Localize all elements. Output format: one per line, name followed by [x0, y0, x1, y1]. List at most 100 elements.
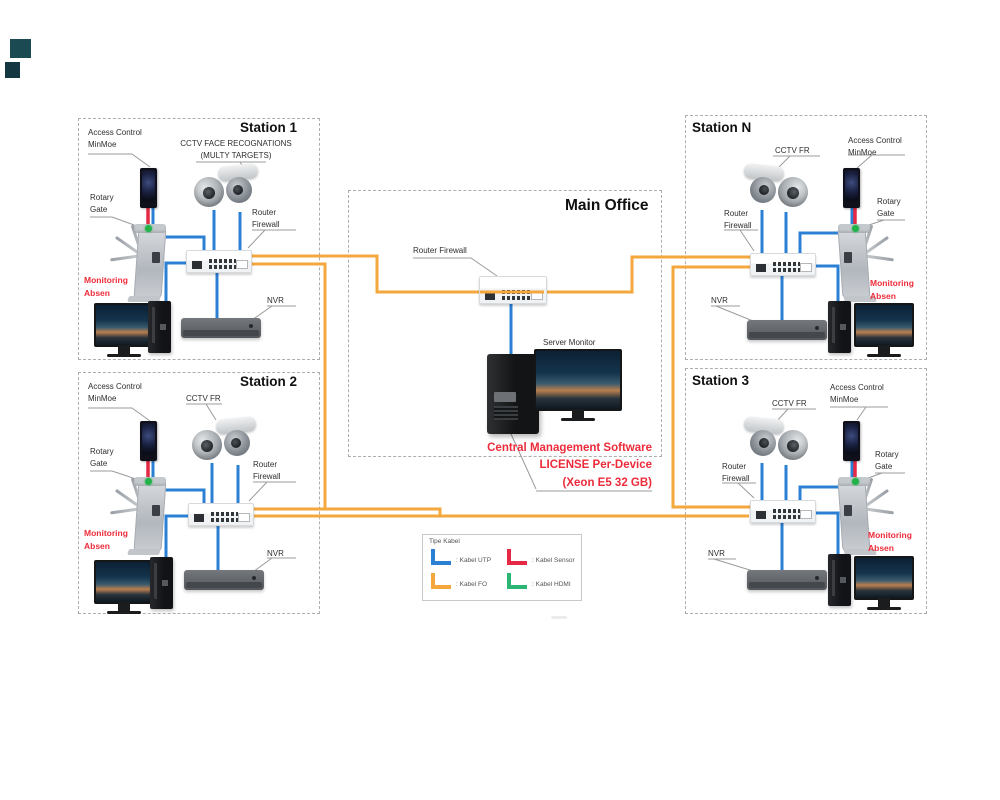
switch-sfp-port: [800, 263, 813, 272]
ptz-camera-dome: [226, 177, 252, 203]
label-line: Rotary: [90, 447, 114, 456]
station-2-access-control-label: Access Control MinMoe: [88, 381, 142, 405]
station-1-box: [78, 118, 320, 360]
label-line: Rotary: [90, 193, 114, 202]
switch-sfp-port: [238, 513, 251, 522]
station-3-router-firewall-switch: [750, 500, 816, 523]
station-1-nvr-label: NVR: [267, 296, 284, 305]
label-line: Absen: [84, 540, 110, 551]
legend-label: : Kabel HDMI: [532, 581, 571, 588]
station-3-pc-tower: [828, 554, 851, 606]
station-1-monitoring-absen-label: Monitoring Absen: [84, 274, 128, 300]
label-line: Absen: [870, 290, 896, 301]
station-1-rotary-gate-turnstile: [110, 224, 174, 302]
station-3-monitoring-absen-label: Monitoring Absen: [868, 529, 912, 555]
label-line: Gate: [875, 462, 893, 471]
station-1-router-firewall-switch: [186, 250, 252, 273]
main-office-router-firewall-label: Router Firewall: [413, 246, 467, 255]
station-1-access-control-terminal: [140, 168, 157, 208]
main-office-server-monitor-label: Server Monitor: [543, 338, 596, 347]
legend-item-hdmi: : Kabel HDMI: [507, 573, 571, 589]
turnstile-body: [133, 228, 167, 298]
ptz-camera-dome: [750, 177, 776, 203]
legend-item-utp: : Kabel UTP: [431, 549, 491, 565]
label-line: Monitoring: [868, 530, 912, 540]
switch-ports: [772, 509, 800, 520]
legend-label: : Kabel UTP: [456, 557, 492, 564]
fo-mainoffice-to-stationn: [544, 255, 751, 294]
cms-license-label: Central Management Software LICENSE Per-…: [440, 440, 652, 492]
ptz-camera-dome: [750, 430, 776, 456]
corner-mark-2: [5, 62, 20, 78]
label-line: Absen: [84, 287, 110, 298]
dome-camera: [192, 430, 222, 460]
station-n-access-control-terminal: [843, 168, 860, 208]
station-n-nvr: [747, 320, 827, 340]
switch-sfp-port: [236, 260, 249, 269]
legend-label: : Kabel Sensor: [532, 557, 575, 564]
turnstile-green-indicator: [145, 478, 152, 485]
main-office-router-firewall-switch: [479, 276, 547, 304]
fo-station1-drop: [250, 262, 327, 509]
station-n-pc-tower: [828, 301, 851, 353]
utp-swatch-icon: [431, 549, 451, 565]
turnstile-green-indicator: [145, 225, 152, 232]
station-2-rotary-gate-label: Rotary Gate: [90, 446, 114, 470]
station-3-monitor: [854, 556, 914, 600]
label-line: Gate: [90, 205, 108, 214]
turnstile-keypad: [844, 252, 852, 263]
station-2-access-control-terminal: [140, 421, 157, 461]
station-n-router-firewall-label: Router Firewall: [724, 208, 752, 232]
label-line: Firewall: [253, 472, 281, 481]
turnstile-keypad: [152, 505, 160, 516]
station-2-cctv-label: CCTV FR: [186, 394, 221, 403]
switch-ports: [208, 259, 236, 270]
station-1-cctv-cameras: [192, 162, 264, 215]
station-3-access-control-terminal: [843, 421, 860, 461]
utp-cables: [151, 208, 854, 570]
smudge-mark: [551, 616, 567, 619]
turnstile-body: [837, 481, 871, 551]
station-1-monitor: [94, 303, 154, 347]
label-line: (Xeon E5 32 GB): [562, 476, 652, 489]
label-line: Router: [253, 460, 278, 469]
station-3-access-control-label: Access Control MinMoe: [830, 382, 884, 406]
label-line: Gate: [877, 209, 895, 218]
station-1-rotary-gate-label: Rotary Gate: [90, 192, 114, 216]
fo-station2-upper: [252, 507, 442, 516]
switch-ports: [210, 512, 238, 523]
fo-station1-to-mainoffice: [250, 254, 480, 294]
station-1-nvr: [181, 318, 261, 338]
sensor-swatch-icon: [507, 549, 527, 565]
dome-camera: [194, 177, 224, 207]
label-line: Firewall: [252, 220, 280, 229]
legend-item-sensor: : Kabel Sensor: [507, 549, 575, 565]
corner-mark-1: [10, 39, 31, 58]
label-line: MinMoe: [88, 394, 117, 403]
label-line: Monitoring: [870, 278, 914, 288]
label-line: Router: [722, 462, 747, 471]
legend-item-fo: : Kabel FO: [431, 573, 487, 589]
station-2-router-firewall-label: Router Firewall: [253, 459, 281, 483]
label-line: Access Control: [830, 383, 884, 392]
station-n-monitoring-absen-label: Monitoring Absen: [870, 277, 914, 303]
station-n-monitor: [854, 303, 914, 347]
station-2-box: [78, 372, 320, 614]
station-2-monitor: [94, 560, 154, 604]
label-line: Monitoring: [84, 528, 128, 538]
turnstile-keypad: [152, 252, 160, 263]
switch-sfp-port: [531, 291, 544, 300]
label-line: Access Control: [88, 128, 142, 137]
fo-cables: [250, 254, 751, 518]
station-1-title: Station 1: [240, 120, 298, 135]
label-line: (MULTY TARGETS): [200, 151, 272, 160]
label-line: Router: [252, 208, 277, 217]
ptz-camera-dome: [224, 430, 250, 456]
main-office-title: Main Office: [565, 197, 649, 214]
fo-stationn-to-station3: [671, 265, 751, 509]
turnstile-keypad: [844, 505, 852, 516]
hdmi-swatch-icon: [507, 573, 527, 589]
station-3-rotary-gate-label: Rotary Gate: [875, 449, 899, 473]
